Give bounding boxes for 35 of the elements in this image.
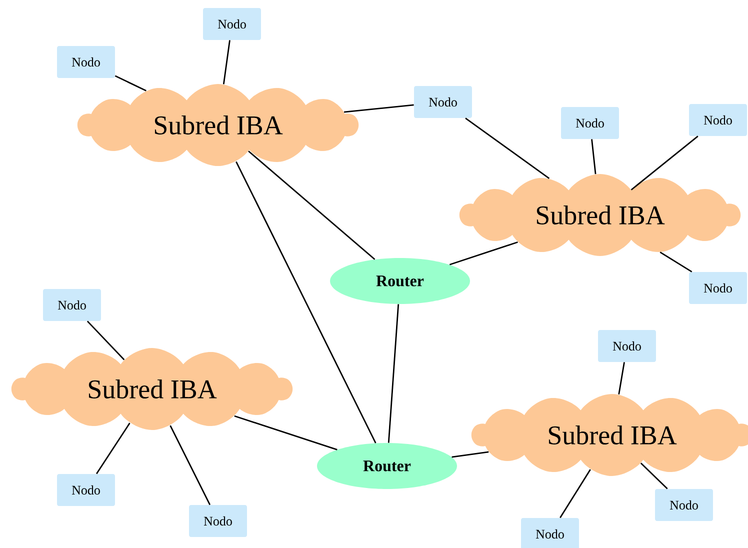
connector-line: [222, 40, 230, 84]
node-box: Nodo: [414, 86, 472, 118]
subnet-cloud: Subred IBA: [471, 394, 748, 476]
subnet-cloud: Subred IBA: [11, 348, 293, 430]
node-box: Nodo: [521, 518, 579, 548]
node-box: Nodo: [598, 330, 656, 362]
connector-line: [86, 320, 125, 360]
connector-line: [234, 415, 338, 450]
connector-line: [114, 75, 146, 92]
connector-line: [591, 139, 596, 174]
node-box: Nodo: [43, 289, 101, 321]
connector-line: [660, 252, 692, 272]
connector-line: [560, 469, 591, 518]
connector-line: [640, 462, 668, 490]
node-box: Nodo: [57, 46, 115, 78]
connector-line: [170, 425, 211, 506]
node-box: Nodo: [189, 505, 247, 537]
connector-line: [630, 136, 698, 190]
connector-line: [248, 150, 376, 260]
node-box: Nodo: [203, 8, 261, 40]
subnet-cloud: Subred IBA: [77, 84, 359, 166]
node-box: Nodo: [655, 489, 713, 521]
node-box: Nodo: [689, 272, 747, 304]
connector-line: [452, 451, 489, 458]
connector-line: [236, 161, 376, 444]
connector-line: [96, 422, 130, 474]
connector-line: [618, 362, 625, 395]
node-box: Nodo: [561, 107, 619, 139]
connector-line: [344, 104, 414, 113]
subnet-cloud: Subred IBA: [459, 174, 741, 256]
connector-line: [449, 241, 518, 266]
connector-line: [388, 304, 400, 443]
connector-line: [465, 118, 550, 179]
node-box: Nodo: [57, 474, 115, 506]
node-box: Nodo: [689, 104, 747, 136]
